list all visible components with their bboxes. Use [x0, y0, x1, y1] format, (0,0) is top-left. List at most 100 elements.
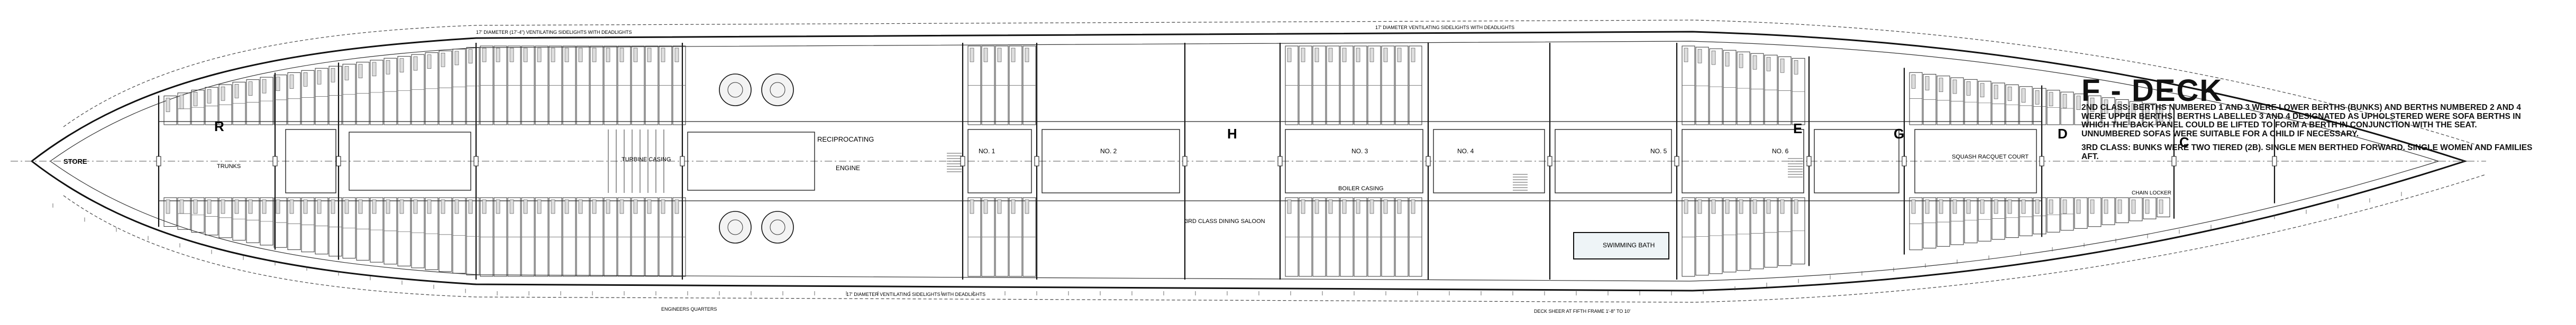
berth-mark: [1011, 199, 1016, 214]
watertight-door-icon: [1182, 156, 1187, 166]
berth-mark: [2117, 199, 2122, 214]
section-letter-d: D: [2058, 126, 2068, 142]
room-label-trunks: TRUNKS: [217, 163, 241, 170]
room-block: [1285, 129, 1423, 193]
engine-cylinder-inner: [727, 219, 743, 235]
watertight-door-icon: [272, 156, 278, 166]
berth-mark: [661, 199, 665, 214]
room-label-boiler-casing: BOILER CASING: [1338, 185, 1384, 192]
room-label-boiler-3: NO. 3: [1351, 147, 1368, 155]
watertight-door-icon: [2272, 156, 2277, 166]
engine-cylinder: [761, 73, 794, 106]
berth-mark: [661, 48, 665, 62]
room-label-boiler-5: NO. 5: [1650, 147, 1667, 155]
berth-mark: [1766, 199, 1771, 214]
berth-mark: [1684, 48, 1688, 62]
watertight-door-icon: [156, 156, 161, 166]
berth-mark: [2145, 199, 2150, 214]
berth-mark: [2159, 107, 2163, 122]
room-block: [687, 132, 815, 191]
berth-mark: [1739, 53, 1743, 68]
room-label-boiler-1: NO. 1: [979, 147, 995, 155]
deck-title: F - DECK: [2081, 73, 2223, 108]
berth-mark: [2090, 97, 2095, 112]
room-label-turbine: TURBINE CASING: [622, 156, 671, 163]
room-label-boiler-2: NO. 2: [1100, 147, 1117, 155]
berth-mark: [1328, 199, 1333, 214]
berth-mark: [1966, 81, 1971, 96]
berth-mark: [358, 199, 363, 214]
berth-mark: [1980, 199, 1985, 214]
berth-mark: [2145, 105, 2150, 120]
berth-mark: [234, 199, 239, 214]
berth-mark: [2062, 94, 2067, 108]
section-letter-h: H: [1227, 126, 1237, 142]
berth-mark: [2049, 199, 2053, 214]
berth-mark: [970, 48, 974, 62]
berth-mark: [564, 48, 569, 62]
berth-mark: [674, 48, 679, 62]
sheer-line-bottom: [63, 174, 2487, 303]
berth-mark: [482, 199, 487, 214]
berth-mark: [1780, 58, 1785, 73]
berth-mark: [454, 51, 459, 66]
berth-mark: [1684, 199, 1688, 214]
section-letter-r: R: [214, 118, 224, 134]
berth-mark: [193, 199, 198, 214]
watertight-door-icon: [1806, 156, 1812, 166]
berth-mark: [1766, 57, 1771, 71]
cabin-cell: [2115, 99, 2129, 125]
berth-mark: [551, 199, 555, 214]
berth-mark: [537, 199, 542, 214]
cabin-cell: [2088, 95, 2102, 125]
room-label-reciprocating: RECIPROCATING: [817, 135, 874, 143]
watertight-door-icon: [473, 156, 479, 166]
berth-mark: [468, 199, 473, 214]
berth-mark: [1383, 199, 1388, 214]
berth-mark: [997, 48, 1002, 62]
cabin-cell: [2115, 197, 2129, 224]
engine-cylinder-inner: [727, 82, 743, 98]
berth-mark: [1925, 76, 1930, 90]
berth-mark: [358, 64, 363, 78]
cabin-cell: [2143, 103, 2157, 125]
berth-mark: [344, 66, 349, 80]
berth-mark: [970, 199, 974, 214]
engine-cylinder-inner: [770, 82, 785, 98]
berth-mark: [633, 48, 638, 62]
room-block: [1914, 129, 2037, 193]
berth-mark: [207, 89, 212, 104]
berth-mark: [1952, 199, 1957, 214]
watertight-door-icon: [2171, 156, 2177, 166]
berth-mark: [1752, 55, 1757, 70]
berth-mark: [2104, 199, 2108, 214]
berth-mark: [578, 48, 583, 62]
berth-mark: [2159, 199, 2163, 214]
berth-mark: [441, 199, 445, 214]
berth-mark: [1697, 199, 1702, 214]
berth-mark: [1397, 199, 1402, 214]
room-block: [1433, 129, 1545, 193]
room-label-store: STORE: [63, 157, 87, 165]
berth-mark: [1301, 199, 1305, 214]
cabin-cell: [2074, 94, 2088, 125]
watertight-door-icon: [336, 156, 341, 166]
berth-mark: [1966, 199, 1971, 214]
berth-mark: [262, 79, 267, 94]
cabin-cell: [2157, 105, 2170, 125]
berth-mark: [1411, 48, 1415, 62]
berth-mark: [564, 199, 569, 214]
berth-mark: [1739, 199, 1743, 214]
berth-mark: [399, 199, 404, 214]
swimming-bath: [1573, 232, 1669, 259]
berth-mark: [331, 68, 335, 82]
berth-mark: [633, 199, 638, 214]
berth-mark: [619, 199, 624, 214]
berth-mark: [1711, 50, 1716, 65]
berth-mark: [523, 199, 528, 214]
berth-mark: [344, 199, 349, 214]
berth-mark: [221, 86, 225, 101]
berth-mark: [1356, 199, 1360, 214]
cabin-cell: [163, 197, 177, 227]
berth-mark: [179, 95, 184, 109]
